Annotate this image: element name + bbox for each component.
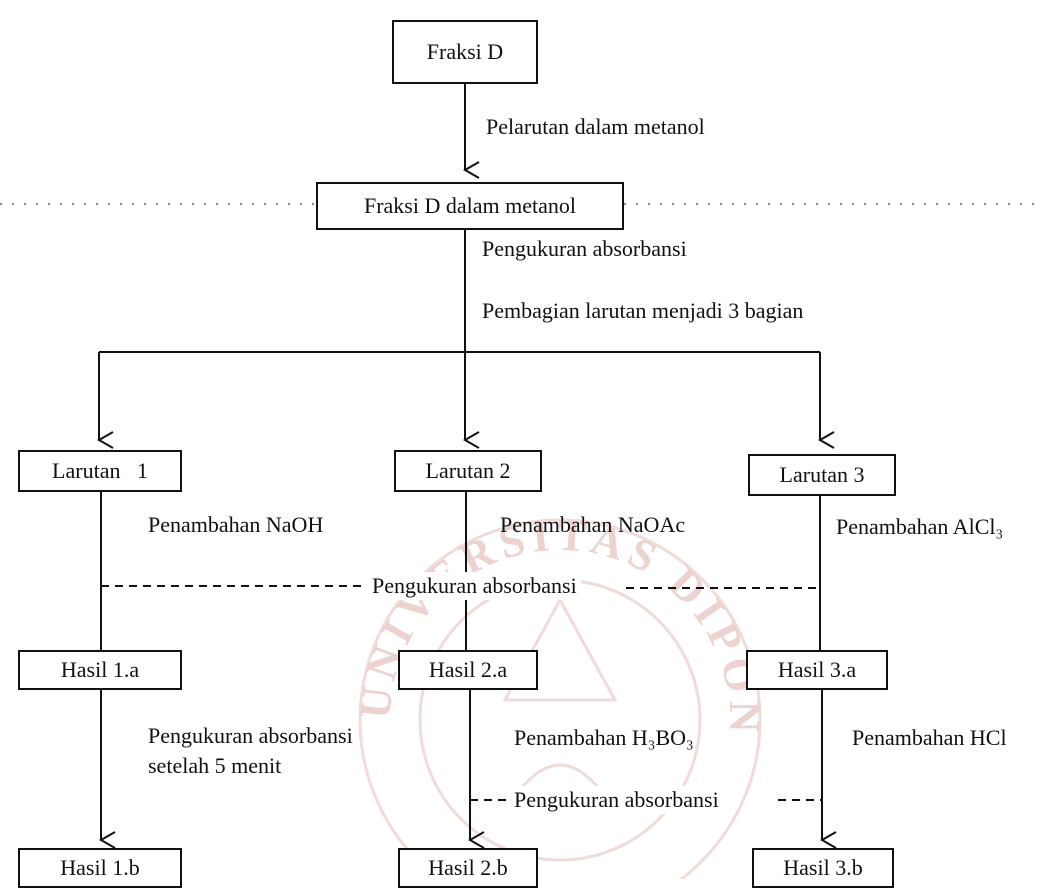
step-pengukuran-absorbansi-1: Pengukuran absorbansi xyxy=(482,236,687,261)
step-penambahan-alcl3: Penambahan AlCl₃ xyxy=(836,514,1004,539)
step-pengukuran-absorbansi-2: Pengukuran absorbansi xyxy=(368,572,581,600)
node-hasil-1a: Hasil 1.a xyxy=(18,650,182,690)
node-hasil-2a: Hasil 2.a xyxy=(398,650,538,690)
step-pelarutan: Pelarutan dalam metanol xyxy=(486,114,705,139)
node-fraksi-d-dalam-metanol: Fraksi D dalam metanol xyxy=(316,182,624,230)
node-larutan-1: Larutan 1 xyxy=(18,450,182,492)
step-pengukuran-5menit-line1: Pengukuran absorbansi xyxy=(148,723,353,748)
step-pengukuran-absorbansi-3: Pengukuran absorbansi xyxy=(510,786,723,814)
step-penambahan-hcl: Penambahan HCl xyxy=(852,725,1007,750)
node-hasil-3b: Hasil 3.b xyxy=(752,848,894,888)
node-larutan-3: Larutan 3 xyxy=(748,454,896,496)
node-hasil-3a: Hasil 3.a xyxy=(746,650,888,690)
node-fraksi-d: Fraksi D xyxy=(392,20,538,84)
node-hasil-1b: Hasil 1.b xyxy=(18,848,182,888)
step-penambahan-h3bo3: Penambahan H₃BO₃ xyxy=(514,725,694,750)
step-pengukuran-5menit-line2: setelah 5 menit xyxy=(148,753,282,778)
node-larutan-2: Larutan 2 xyxy=(394,450,542,492)
step-pembagian: Pembagian larutan menjadi 3 bagian xyxy=(482,298,804,323)
node-hasil-2b: Hasil 2.b xyxy=(398,848,538,888)
step-penambahan-naoh: Penambahan NaOH xyxy=(148,512,324,537)
step-penambahan-naoac: Penambahan NaOAc xyxy=(500,512,686,537)
